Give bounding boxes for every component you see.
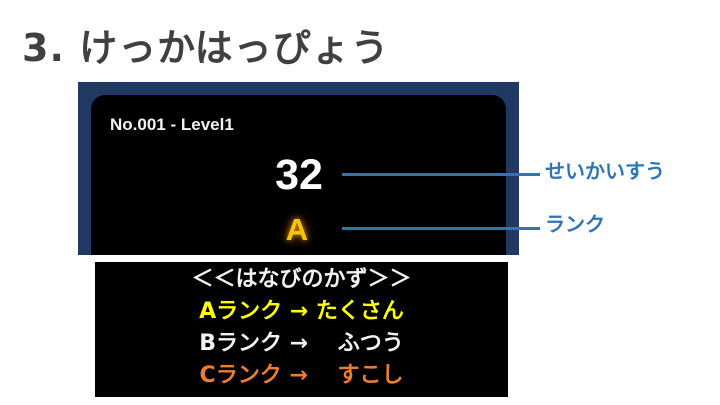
rank-callout-label: ランク xyxy=(545,212,605,236)
legend-row-rank-c: Cランク → すこし xyxy=(199,363,404,388)
page-title: 3. けっかはっぴょう xyxy=(22,26,390,70)
legend-row-rank-b: Bランク → ふつう xyxy=(199,331,404,356)
legend-row-rank-a: Aランク → たくさん xyxy=(199,299,404,324)
score-callout-label: せいかいすう xyxy=(545,159,665,183)
stage-label: No.001 - Level1 xyxy=(110,115,234,134)
legend-header: ＜＜はなびのかず＞＞ xyxy=(191,267,412,292)
score-value: 32 xyxy=(275,151,323,199)
rank-callout-line xyxy=(342,227,540,230)
firework-count-legend: ＜＜はなびのかず＞＞ Aランク → たくさん Bランク → ふつう Cランク →… xyxy=(95,262,508,397)
score-callout-line xyxy=(342,173,540,176)
rank-badge: A xyxy=(285,212,309,247)
